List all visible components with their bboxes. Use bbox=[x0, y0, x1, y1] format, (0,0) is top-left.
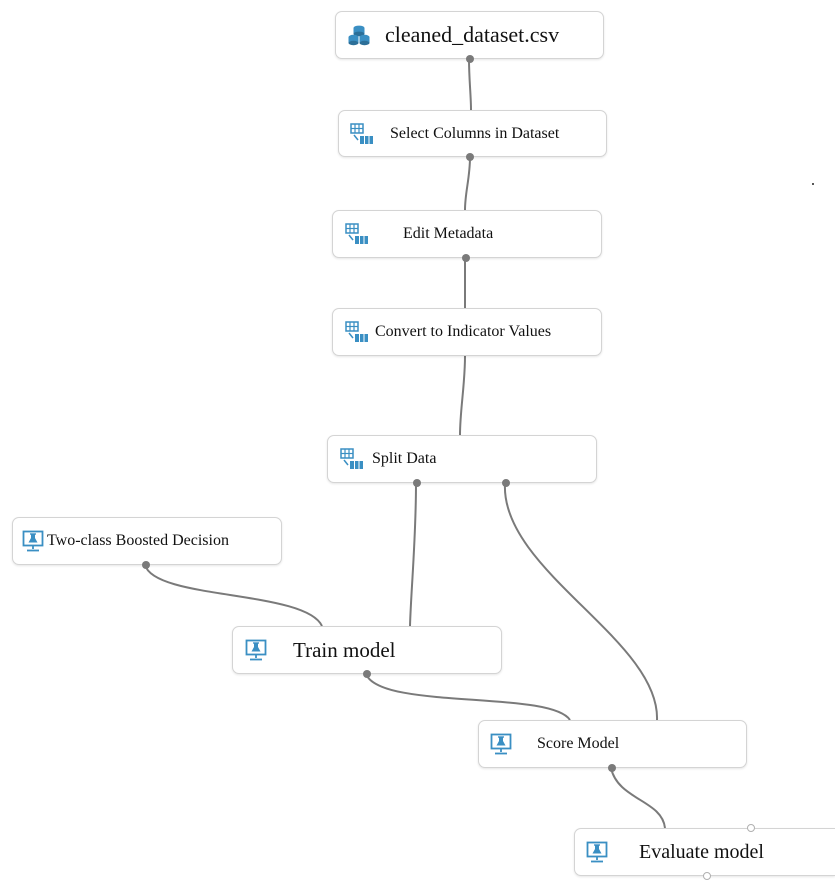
stray-dot bbox=[812, 183, 814, 185]
connector-select-to-editmeta bbox=[464, 156, 471, 211]
node-edit-metadata[interactable]: Edit Metadata bbox=[332, 210, 602, 262]
node-select-columns[interactable]: Select Columns in Dataset bbox=[338, 110, 607, 161]
node-label: Score Model bbox=[537, 735, 620, 752]
data-transform-icon bbox=[348, 122, 376, 146]
output-port-left[interactable] bbox=[413, 479, 421, 487]
ml-model-icon bbox=[243, 637, 269, 663]
node-split-data[interactable]: Split Data bbox=[327, 435, 597, 487]
connector-score-to-evaluate bbox=[610, 767, 666, 829]
node-label: Two-class Boosted Decision bbox=[47, 532, 229, 549]
data-transform-icon bbox=[338, 447, 366, 471]
output-port[interactable] bbox=[466, 55, 474, 63]
node-label: cleaned_dataset.csv bbox=[385, 22, 560, 47]
connector-twoclass-to-train bbox=[144, 564, 323, 627]
node-score-model[interactable]: Score Model bbox=[478, 720, 747, 772]
connector-split-to-score bbox=[503, 482, 659, 721]
node-two-class-boosted[interactable]: Two-class Boosted Decision bbox=[12, 517, 282, 569]
output-port[interactable] bbox=[363, 670, 371, 678]
output-port[interactable] bbox=[142, 561, 150, 569]
node-label: Evaluate model bbox=[639, 840, 764, 863]
node-label: Select Columns in Dataset bbox=[390, 124, 560, 142]
node-label: Split Data bbox=[372, 450, 437, 467]
node-label: Edit Metadata bbox=[403, 225, 494, 242]
ml-model-icon bbox=[21, 529, 45, 553]
node-label: Train model bbox=[293, 637, 396, 662]
dataset-icon bbox=[346, 22, 372, 48]
ml-model-icon bbox=[585, 840, 609, 864]
connector-split-to-train bbox=[409, 482, 417, 627]
connector-cleaned-to-select bbox=[468, 58, 472, 111]
output-port[interactable] bbox=[608, 764, 616, 772]
node-label: Convert to Indicator Values bbox=[375, 323, 552, 340]
output-port-right[interactable] bbox=[502, 479, 510, 487]
data-transform-icon bbox=[343, 320, 371, 344]
node-evaluate-model[interactable]: Evaluate model bbox=[574, 824, 835, 880]
connector-train-to-score bbox=[365, 673, 571, 721]
data-transform-icon bbox=[343, 222, 371, 246]
ml-model-icon bbox=[489, 732, 513, 756]
output-port[interactable] bbox=[466, 153, 474, 161]
node-train-model[interactable]: Train model bbox=[232, 626, 502, 678]
connector-convert-to-split bbox=[459, 355, 466, 436]
input-port-right[interactable] bbox=[747, 824, 755, 832]
node-cleaned-dataset[interactable]: cleaned_dataset.csv bbox=[335, 11, 604, 63]
node-convert-indicator[interactable]: Convert to Indicator Values bbox=[332, 308, 602, 356]
output-port[interactable] bbox=[462, 254, 470, 262]
